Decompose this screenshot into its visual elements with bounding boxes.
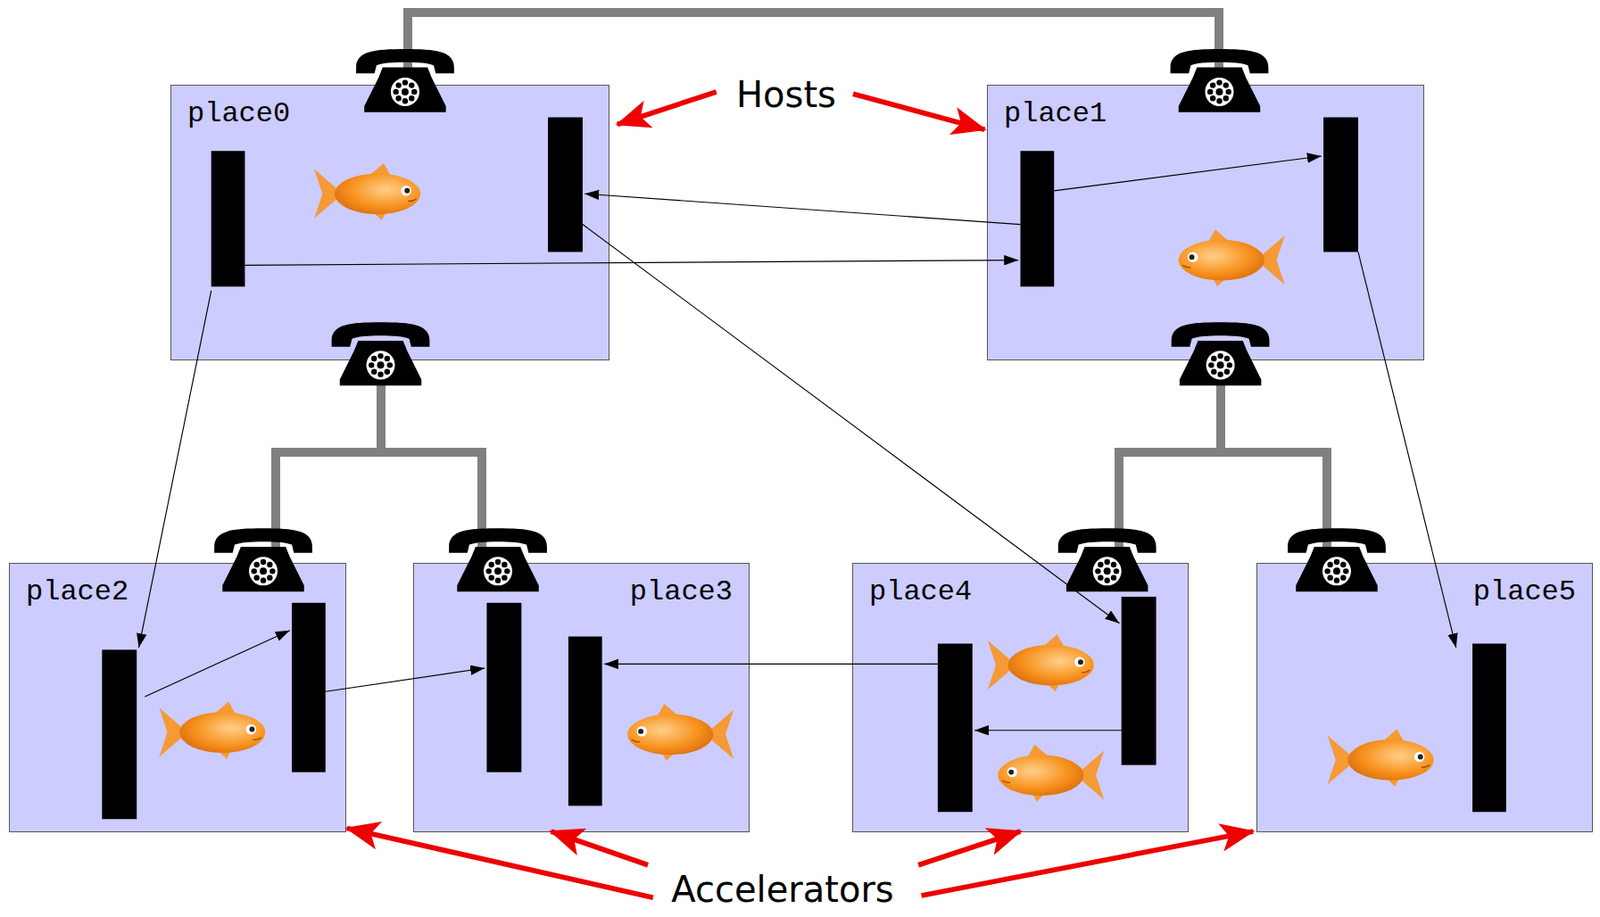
accelerators-label: Accelerators bbox=[667, 870, 897, 910]
network-line bbox=[1119, 360, 1221, 564]
leader-arrow bbox=[853, 93, 986, 130]
leader-arrow bbox=[347, 829, 654, 899]
place-box: place1 bbox=[986, 84, 1425, 361]
place-label: place0 bbox=[187, 98, 593, 130]
place-box: place4 bbox=[852, 563, 1189, 833]
network-line bbox=[381, 360, 482, 564]
place-box: place3 bbox=[413, 563, 750, 833]
place-label: place5 bbox=[1273, 576, 1576, 608]
place-label: place3 bbox=[430, 576, 733, 608]
place-label: place2 bbox=[25, 576, 330, 608]
leader-arrow bbox=[550, 831, 648, 866]
leader-arrow bbox=[921, 831, 1254, 896]
hosts-label: Hosts bbox=[732, 74, 840, 115]
network-line bbox=[407, 12, 1219, 85]
network-line bbox=[1220, 360, 1327, 564]
leader-arrow bbox=[918, 831, 1020, 866]
arrow bbox=[584, 193, 1020, 224]
place-label: place4 bbox=[869, 576, 1172, 608]
leader-arrow bbox=[617, 91, 717, 125]
place-label: place1 bbox=[1003, 98, 1408, 130]
network-line bbox=[275, 360, 382, 564]
place-box: place2 bbox=[8, 563, 347, 833]
place-box: place5 bbox=[1256, 563, 1593, 833]
place-box: place0 bbox=[170, 84, 610, 361]
